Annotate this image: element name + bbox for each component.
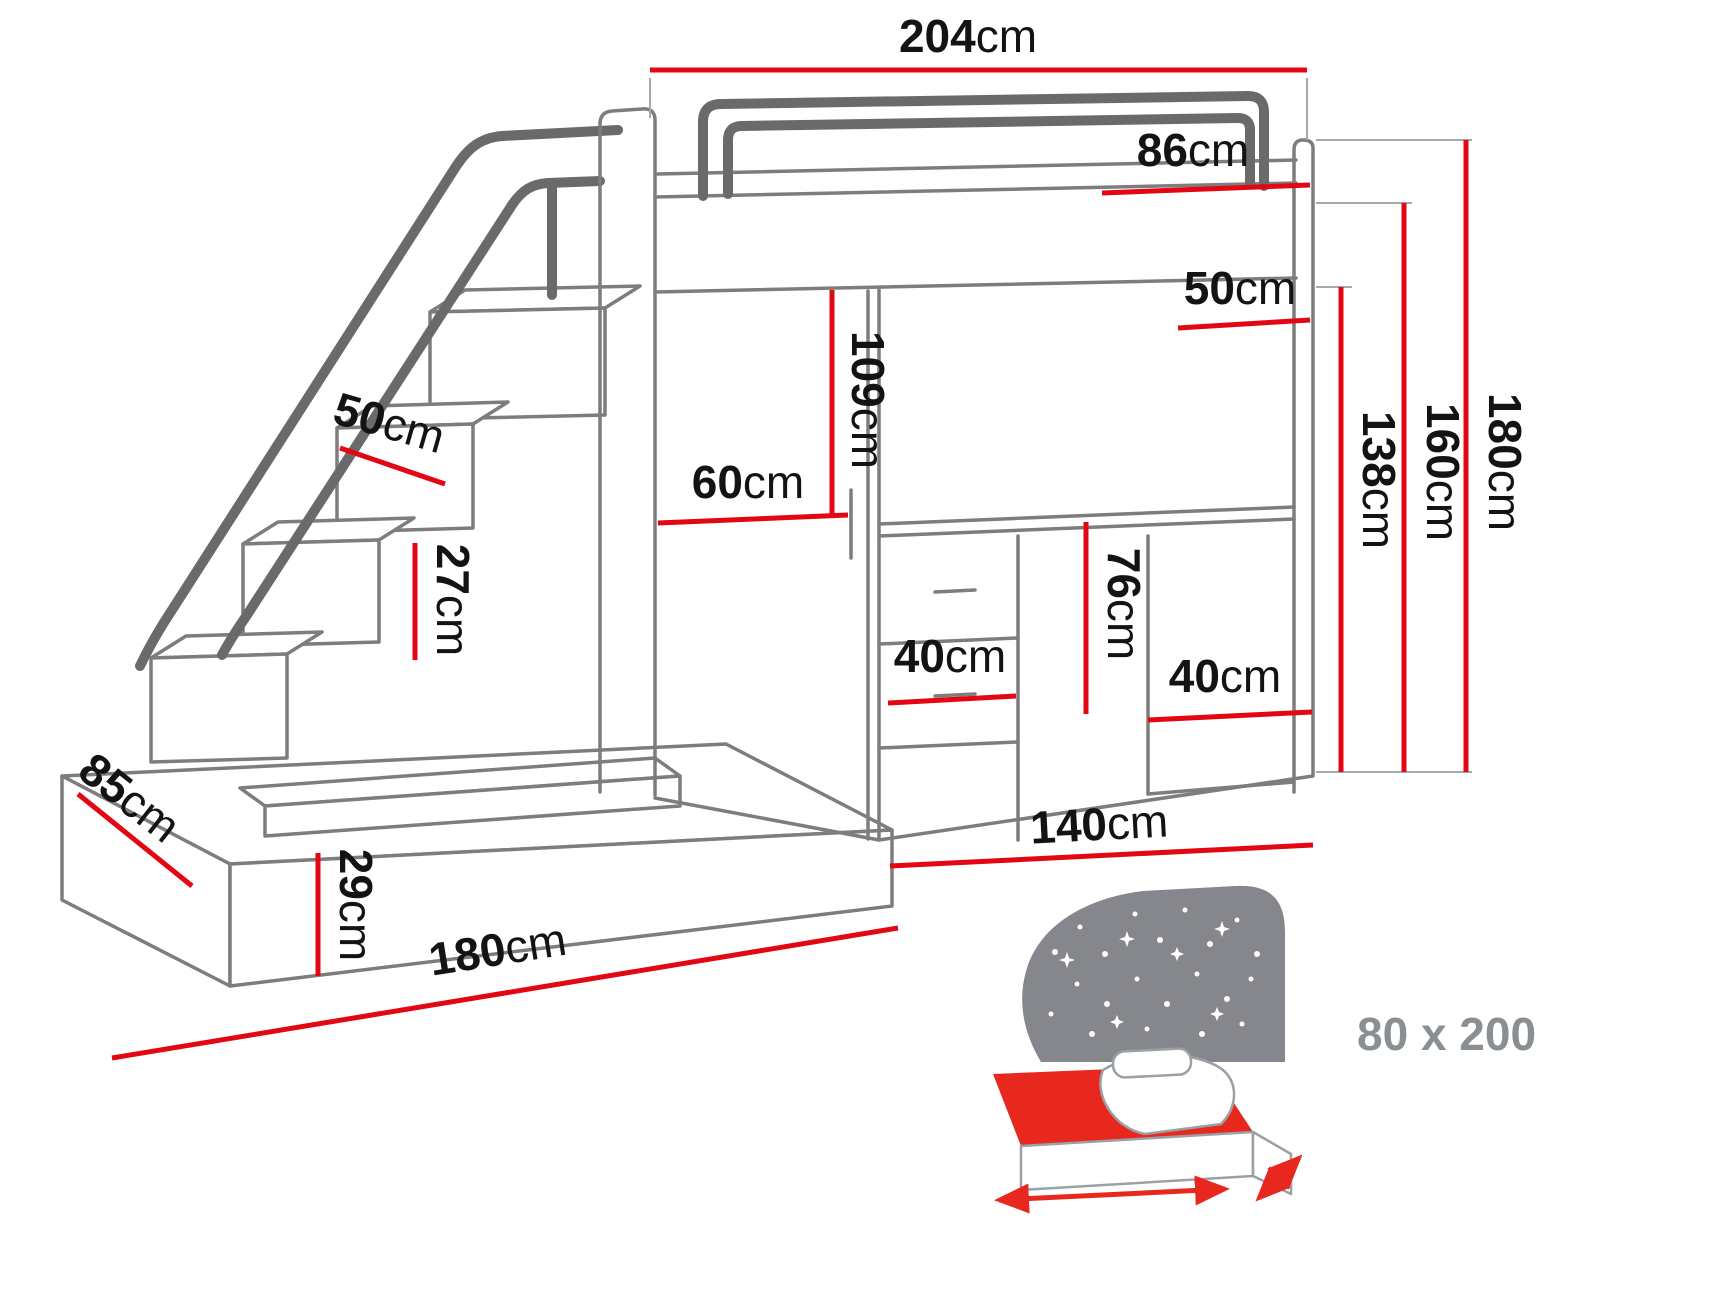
dim-label-top-width: 204cm xyxy=(899,10,1037,62)
drawer-handle-top xyxy=(933,588,977,594)
handrail xyxy=(135,125,623,671)
dim-label-wardrobe-depth: 60cm xyxy=(692,456,805,508)
extension-lines xyxy=(649,78,1472,773)
dim-label-desk-width: 140cm xyxy=(1029,794,1170,853)
slab-front-face xyxy=(263,774,682,838)
dim-line-base-length xyxy=(111,925,899,1061)
dim-label-drawer-width: 40cm xyxy=(894,630,1007,682)
loft-left-panel xyxy=(598,107,657,797)
dim-line-shelf xyxy=(1177,317,1311,331)
handrail-inner-tube xyxy=(217,176,605,660)
dim-label-bed-end: 86cm xyxy=(1137,124,1250,176)
dimension-lines xyxy=(76,67,1469,1061)
dim-line-bed-end xyxy=(1101,182,1311,196)
dim-label-height-mid: 160cm xyxy=(1417,403,1469,541)
dim-label-base-height: 29cm xyxy=(330,849,382,962)
guard-rail-outer xyxy=(698,91,1269,201)
bed-frame-top-edge xyxy=(653,181,1298,199)
loft-bed-frame xyxy=(653,91,1315,794)
handrail-outer-tube xyxy=(135,125,623,671)
bottom-slab xyxy=(238,756,682,838)
dimension-labels: 204cm 86cm 50cm 109cm 60cm 50cm 27cm 40c… xyxy=(70,10,1531,986)
landing-front-face xyxy=(428,306,607,421)
dim-label-cabinet-width: 40cm xyxy=(1169,650,1282,702)
length-arrow xyxy=(994,1175,1230,1214)
dim-label-shelf: 50cm xyxy=(1184,262,1297,314)
headboard-stars xyxy=(1048,907,1260,1037)
pillow xyxy=(1111,1047,1193,1079)
drawer-divider-bottom xyxy=(877,740,1020,750)
dim-line-wardrobe-depth xyxy=(657,512,849,526)
dim-label-wardrobe-height: 109cm xyxy=(842,331,894,469)
bed-frame-bottom-edge xyxy=(653,276,1298,294)
bed-icon: 80 x 200 xyxy=(993,885,1536,1214)
loft-right-panel xyxy=(1292,138,1315,794)
floor-line xyxy=(877,774,1315,842)
headboard-shape xyxy=(1022,885,1285,1062)
dim-label-step-rise: 27cm xyxy=(427,544,479,657)
furniture-outline xyxy=(60,91,1315,988)
dim-line-cabinet-width xyxy=(1147,709,1313,723)
dim-line-drawer-width xyxy=(887,693,1017,706)
drawer-divider-top xyxy=(877,636,1020,646)
width-arrow xyxy=(1255,1154,1303,1202)
platform-front-face xyxy=(228,828,894,988)
dim-line-desk-width xyxy=(889,842,1314,869)
dim-line-base-depth xyxy=(76,792,194,888)
dim-label-base-length: 180cm xyxy=(425,913,570,986)
panel-bottom-connector xyxy=(653,796,881,842)
dim-label-height-low: 138cm xyxy=(1353,411,1405,549)
dim-label-desk-clearance: 76cm xyxy=(1098,548,1150,661)
dim-line-stair-tread xyxy=(339,445,446,487)
staircase xyxy=(149,284,642,764)
mattress-size-label: 80 x 200 xyxy=(1357,1008,1536,1060)
drawer-handle-bottom xyxy=(933,692,977,698)
guard-rail-inner xyxy=(723,113,1255,199)
mattress-line xyxy=(656,158,1298,176)
step3-front-face xyxy=(335,422,475,534)
desk-top-edge xyxy=(877,505,1296,526)
dim-label-height-total: 180cm xyxy=(1479,393,1531,531)
step1-front-face xyxy=(149,652,289,764)
